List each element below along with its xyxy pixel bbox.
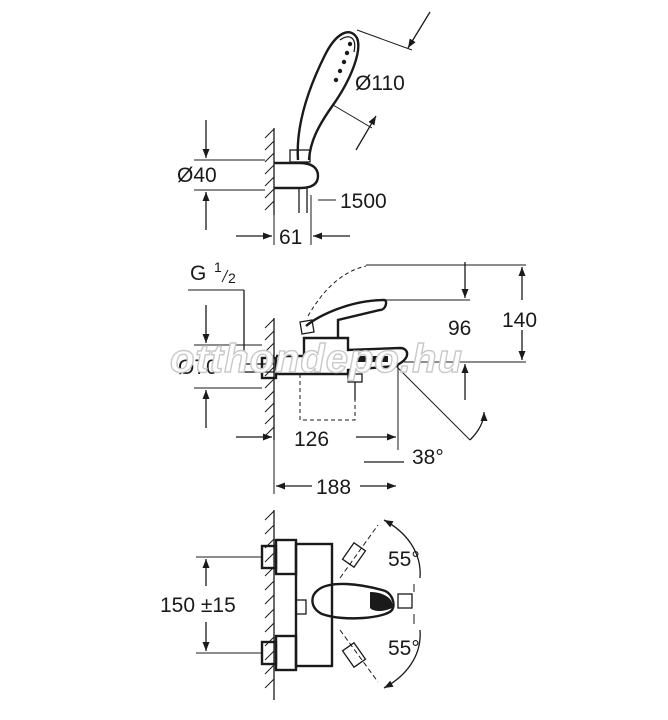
watermark: otthondepo.hu [170, 337, 463, 381]
inlet-connector [239, 356, 278, 380]
label-thread: G [190, 262, 206, 285]
label-escutcheon-diameter: Ø70 [178, 356, 218, 379]
label-spout-height: 96 [448, 317, 471, 340]
label-thread-den: 2 [228, 270, 236, 286]
label-total-height: 140 [502, 309, 537, 332]
hand-shower-view: Ø110 Ø40 1500 61 [177, 11, 431, 249]
thread-label: G 1 2 [188, 259, 248, 362]
front-body [294, 542, 413, 668]
dim-total-depth: 188 [273, 440, 396, 499]
shower-holder [274, 149, 320, 213]
mixer-side-view: G 1 2 Ø70 96 140 [169, 259, 537, 499]
dim-hose-length: 1500 [318, 190, 387, 213]
mixer-front-view: 55° 55° 150 ±15 [160, 510, 421, 700]
dim-heights: 96 140 [366, 262, 537, 400]
label-wall-offset: 61 [279, 226, 302, 249]
label-lever-angle-up: 55° [388, 548, 420, 571]
dim-head-diameter: Ø110 [332, 11, 431, 151]
lever-swing: 55° 55° [339, 519, 421, 689]
label-centres: 150 ±15 [160, 594, 236, 617]
label-total-depth: 188 [316, 476, 351, 499]
dim-centres: 150 ±15 [160, 556, 262, 654]
dim-wall-offset: 61 [236, 195, 350, 249]
dim-spout-angle: 38° [364, 365, 488, 469]
label-spout-angle: 38° [412, 446, 444, 469]
label-spout-reach: 126 [294, 428, 329, 451]
label-thread-num: 1 [214, 259, 222, 275]
label-hose-length: 1500 [340, 190, 387, 213]
dim-spout-reach: 126 [236, 366, 399, 451]
label-holder-diameter: Ø40 [177, 164, 217, 187]
shower-head [296, 31, 360, 161]
dim-escutcheon-diameter: Ø70 [178, 305, 262, 428]
label-lever-angle-down: 55° [388, 637, 420, 660]
wall-hatch-bottom [264, 510, 275, 700]
label-head-diameter: Ø110 [355, 72, 405, 95]
dim-holder-diameter: Ø40 [177, 120, 265, 230]
mixer-body [276, 265, 409, 421]
wall-hatch-top [264, 128, 275, 215]
